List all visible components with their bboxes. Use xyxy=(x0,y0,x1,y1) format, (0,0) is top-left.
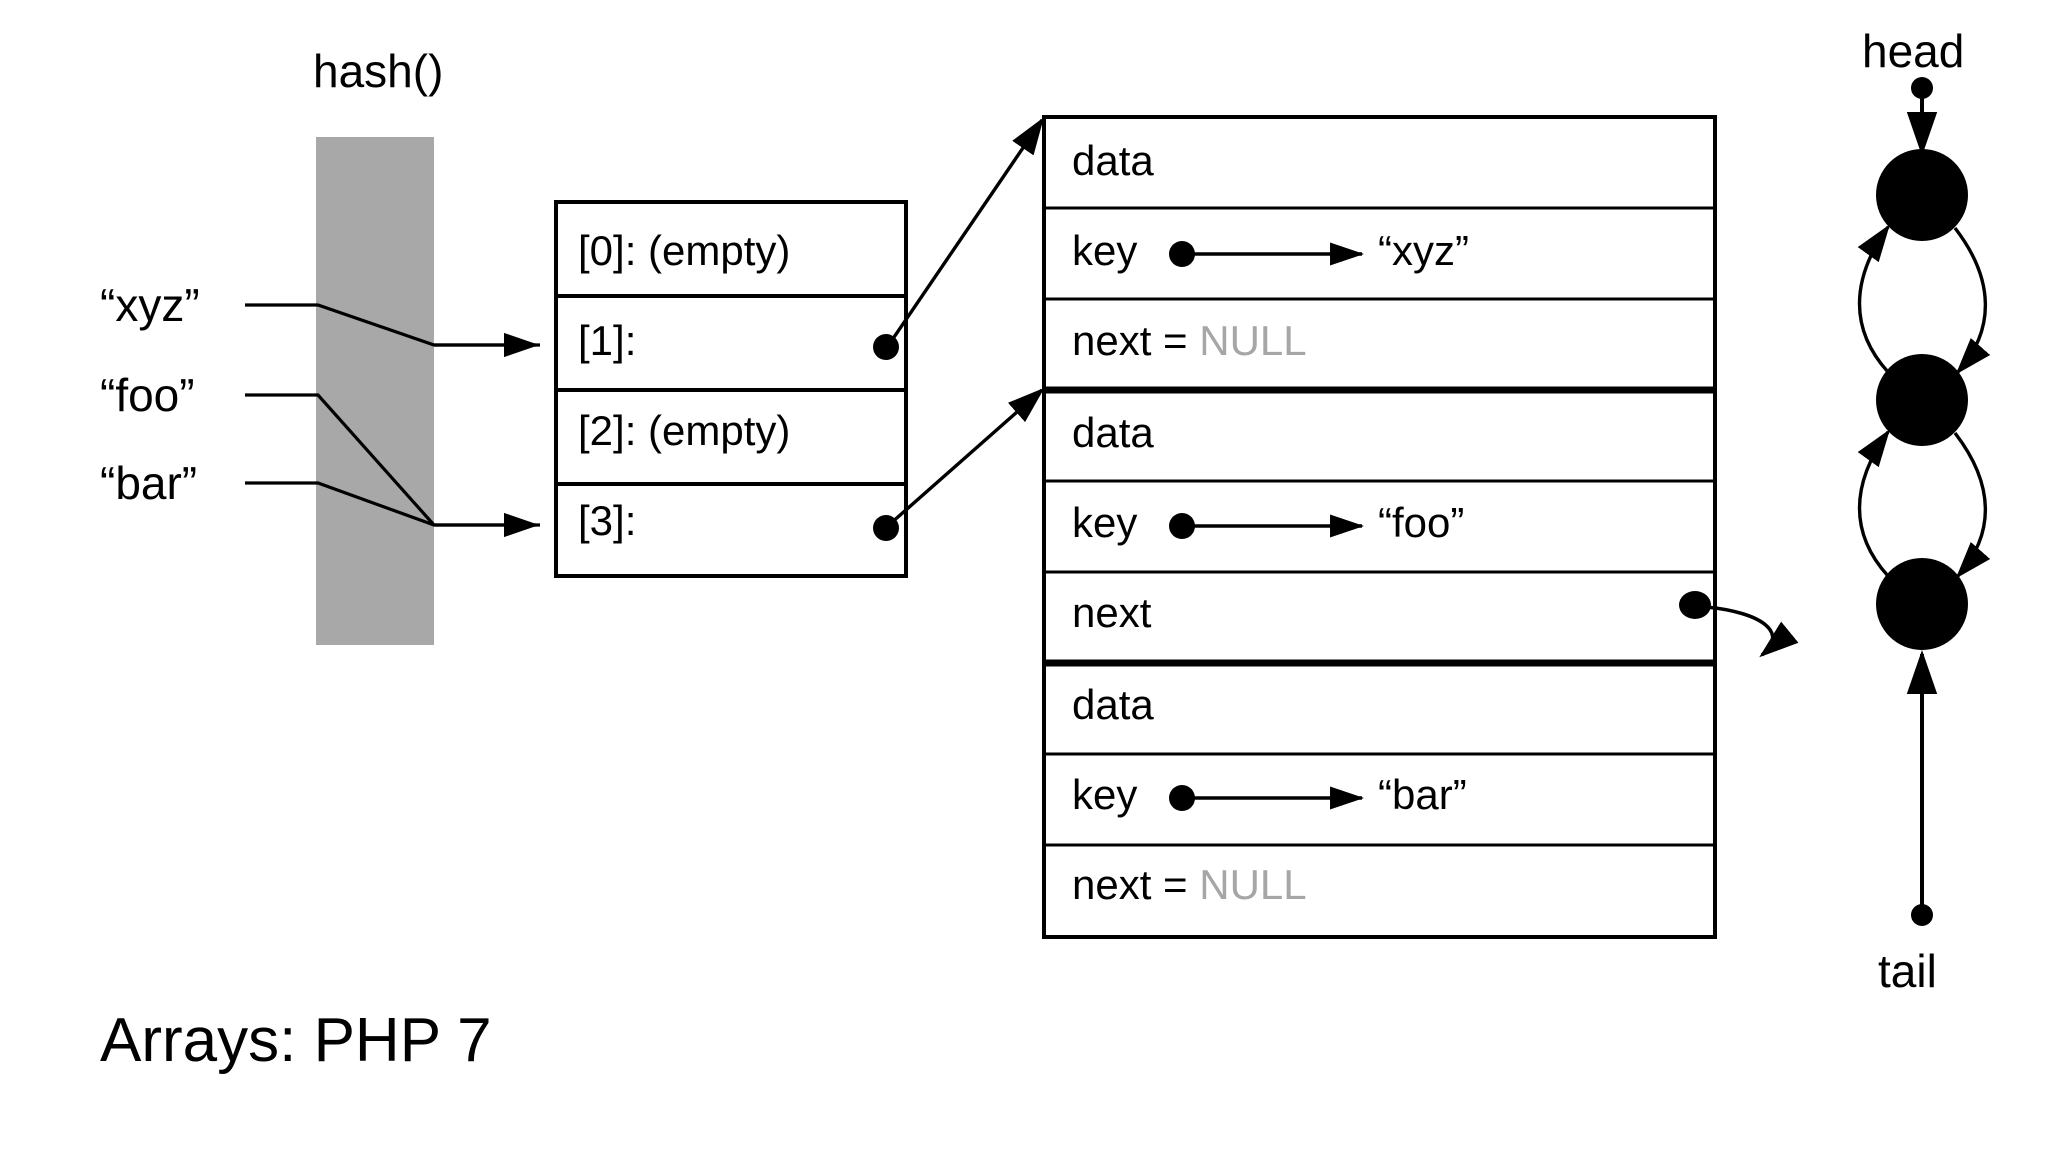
node1-data-label: data xyxy=(1072,137,1154,184)
tail-source-dot xyxy=(1911,904,1933,926)
node3-key-value: “bar” xyxy=(1378,771,1467,818)
node1-next-label: next = NULL xyxy=(1072,320,1307,362)
arrow-order-2-to-1 xyxy=(1857,224,1890,374)
arrow-bucket3-to-node2 xyxy=(888,387,1045,526)
node3-key-dot xyxy=(1169,785,1195,811)
input-key-xyz: “xyz” xyxy=(100,279,200,331)
bucket-row-3-label: [3]: xyxy=(578,497,637,544)
arrow-order-1-to-2 xyxy=(1953,226,1991,375)
order-node-3 xyxy=(1876,558,1968,650)
tail-label: tail xyxy=(1878,945,1937,997)
node3-key-label: key xyxy=(1072,771,1138,818)
bucket-row-0-label: [0]: (empty) xyxy=(578,227,791,274)
node1-key-value: “xyz” xyxy=(1378,227,1469,274)
input-key-bar: “bar” xyxy=(100,457,198,509)
head-label: head xyxy=(1862,25,1965,77)
head-source-dot xyxy=(1911,77,1933,99)
arrow-order-2-to-3 xyxy=(1953,431,1991,579)
arrow-order-3-to-2 xyxy=(1857,429,1890,578)
order-node-1 xyxy=(1876,149,1968,241)
arrow-bucket1-to-node1 xyxy=(888,117,1044,344)
node2-next-dot xyxy=(1679,591,1711,619)
node1-key-label: key xyxy=(1072,227,1138,274)
node2-key-value: “foo” xyxy=(1378,499,1465,546)
bucket-row-2-label: [2]: (empty) xyxy=(578,407,791,454)
node-table-grid xyxy=(1042,115,1717,939)
node1-next-null: NULL xyxy=(1199,317,1307,364)
node2-key-dot xyxy=(1169,513,1195,539)
node3-next-text: next xyxy=(1072,861,1152,908)
arrow-node2-next-to-node3 xyxy=(1705,605,1799,658)
node2-key-label: key xyxy=(1072,499,1138,546)
node2-next-label: next xyxy=(1072,592,1151,634)
bucket-row-1-label: [1]: xyxy=(578,317,637,364)
hash-function-label: hash() xyxy=(313,45,444,97)
node3-next-label: next = NULL xyxy=(1072,864,1307,906)
node1-next-text: next xyxy=(1072,317,1152,364)
node3-next-eq: = xyxy=(1151,861,1200,908)
order-node-2 xyxy=(1876,354,1968,446)
slide-title: Arrays: PHP 7 xyxy=(100,1006,492,1075)
bucket-table-grid xyxy=(554,200,908,578)
connector-foo xyxy=(245,393,436,527)
node1-key-dot xyxy=(1169,241,1195,267)
node1-next-eq: = xyxy=(1151,317,1200,364)
node3-data-label: data xyxy=(1072,681,1154,728)
node3-next-null: NULL xyxy=(1199,861,1307,908)
node2-next-text: next xyxy=(1072,589,1152,636)
hash-function-bar xyxy=(316,137,434,645)
input-key-foo: “foo” xyxy=(100,369,195,421)
ordered-list-graph xyxy=(1857,77,1991,926)
node2-data-label: data xyxy=(1072,409,1154,456)
